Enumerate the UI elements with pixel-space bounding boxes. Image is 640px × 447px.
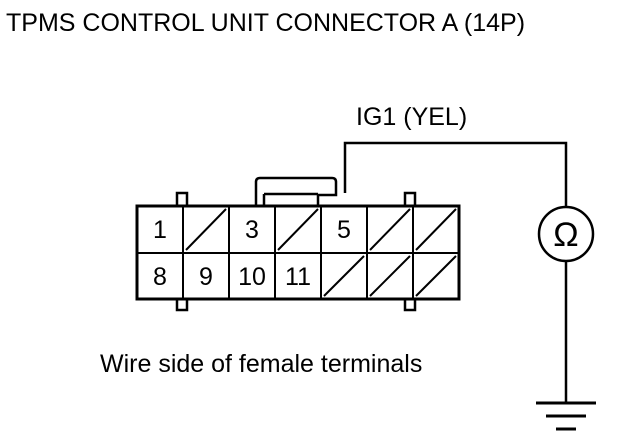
connector-lock-tab bbox=[254, 176, 338, 208]
terminal-cell bbox=[412, 252, 460, 300]
ohmmeter: Ω bbox=[537, 205, 595, 263]
ohmmeter-icon bbox=[537, 205, 595, 263]
mount-tab-top-left bbox=[175, 191, 189, 208]
diagram-caption: Wire side of female terminals bbox=[100, 350, 422, 378]
connector-body: 1 3 5 8 9 10 11 bbox=[135, 204, 461, 301]
unused-terminal-slash bbox=[369, 255, 411, 297]
unused-terminal-slash bbox=[369, 208, 411, 251]
terminal-number: 3 bbox=[245, 216, 259, 244]
wire-label: IG1 (YEL) bbox=[356, 103, 467, 131]
ground-icon bbox=[536, 401, 596, 431]
terminal-number: 11 bbox=[285, 263, 311, 291]
test-wire bbox=[343, 141, 568, 402]
unused-terminal-slash bbox=[415, 255, 457, 297]
unused-terminal-slash bbox=[415, 208, 457, 251]
terminal-number: 1 bbox=[153, 216, 167, 244]
terminal-number: 9 bbox=[199, 263, 213, 291]
terminal-number: 5 bbox=[337, 216, 351, 244]
diagram-title: TPMS CONTROL UNIT CONNECTOR A (14P) bbox=[6, 9, 525, 37]
mount-tab-top-right bbox=[403, 191, 417, 208]
unused-terminal-slash bbox=[185, 208, 227, 251]
terminal-number: 10 bbox=[238, 263, 266, 291]
ohm-symbol: Ω bbox=[553, 216, 578, 254]
unused-terminal-slash bbox=[277, 208, 319, 251]
unused-terminal-slash bbox=[323, 255, 365, 297]
terminal-empty bbox=[412, 252, 460, 300]
terminal-number: 8 bbox=[153, 263, 167, 291]
